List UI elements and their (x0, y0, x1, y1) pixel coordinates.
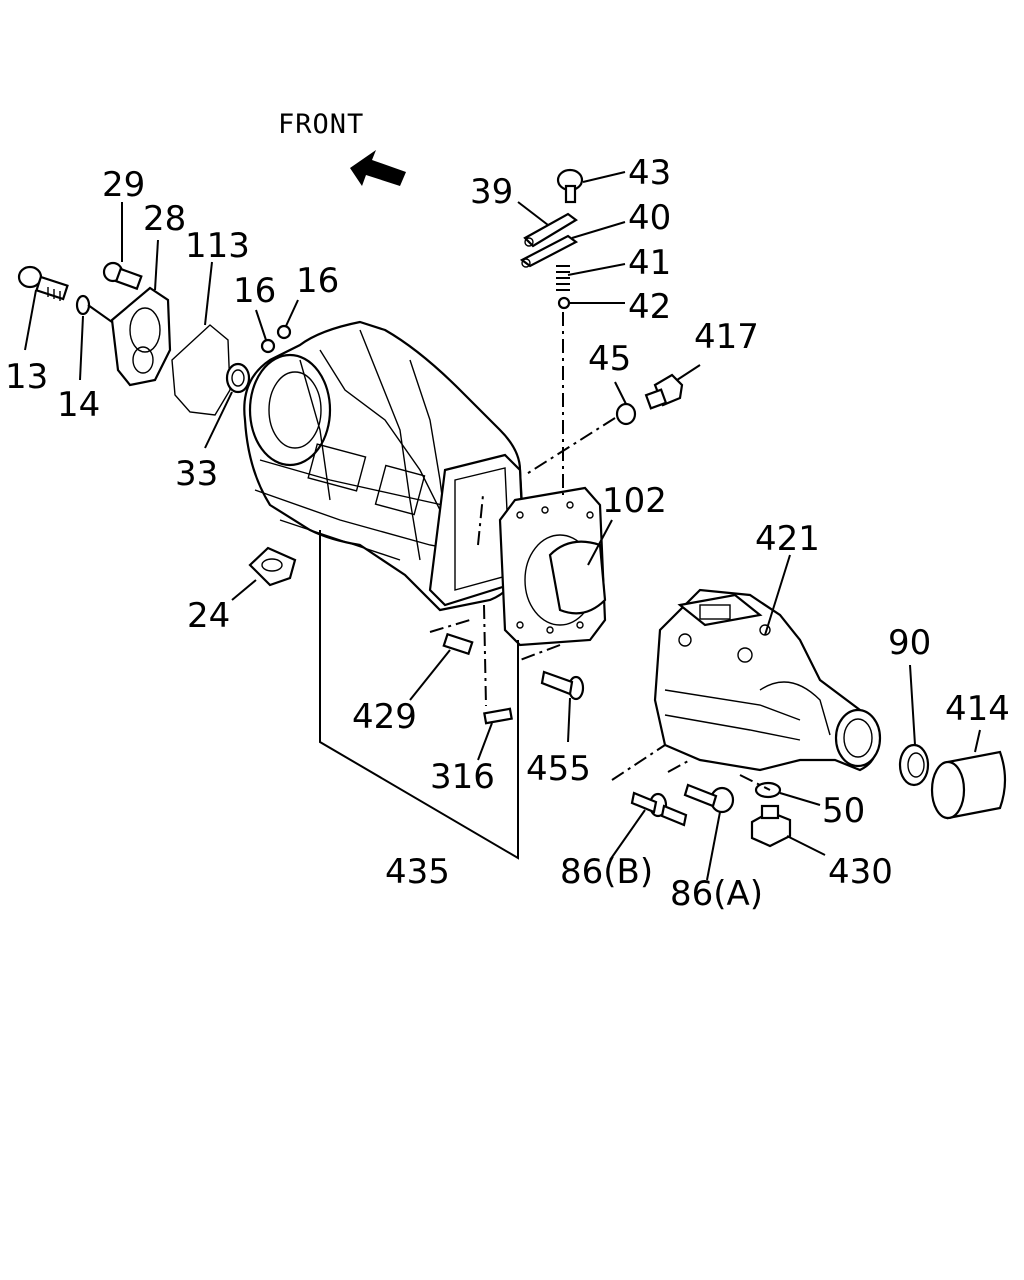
ball-42 (557, 296, 571, 310)
label-435: 435 (385, 852, 450, 892)
label-455: 455 (526, 749, 591, 789)
part-labels: 13 14 29 28 113 16 16 33 24 39 43 40 41 … (5, 153, 1010, 914)
lever-40 (519, 234, 579, 268)
alignment-lines (429, 312, 771, 791)
plug-430 (750, 804, 792, 848)
label-316: 316 (430, 757, 495, 797)
washer-14 (75, 294, 91, 316)
label-430: 430 (828, 852, 893, 892)
label-90: 90 (888, 623, 931, 663)
bolt-86b (630, 791, 688, 827)
bolt-86a (683, 783, 735, 814)
mount-24 (248, 546, 297, 587)
bolt-43 (556, 168, 584, 204)
plug-16-right (276, 324, 292, 340)
label-414: 414 (945, 689, 1010, 729)
label-417: 417 (694, 317, 759, 357)
label-429: 429 (352, 697, 417, 737)
label-39: 39 (470, 172, 513, 212)
seal-90 (898, 743, 930, 787)
label-33: 33 (175, 454, 218, 494)
lever-39 (523, 212, 578, 248)
bolt-29 (102, 261, 143, 291)
label-102: 102 (602, 481, 667, 521)
label-16-right: 16 (296, 261, 339, 301)
boot-414 (930, 750, 1007, 820)
transmission-case (243, 320, 527, 612)
label-113: 113 (185, 226, 250, 266)
pin-429 (442, 632, 474, 656)
label-43: 43 (628, 153, 671, 193)
front-arrow-icon (350, 150, 406, 186)
spring-41 (556, 265, 570, 291)
label-42: 42 (628, 287, 671, 327)
cover-28 (110, 286, 172, 387)
bolt-13 (17, 265, 69, 301)
label-50: 50 (822, 791, 865, 831)
plug-16-left (260, 338, 276, 354)
label-41: 41 (628, 243, 671, 283)
adapter-plate (498, 486, 607, 647)
bolt-455 (540, 670, 585, 701)
label-86a: 86(A) (670, 874, 763, 914)
label-45: 45 (588, 339, 631, 379)
extension-housing (653, 588, 882, 772)
front-label: FRONT (278, 109, 364, 140)
label-16-left: 16 (233, 271, 276, 311)
label-28: 28 (143, 199, 186, 239)
leader-lines (24, 171, 981, 881)
key-316 (483, 707, 513, 725)
label-14: 14 (57, 385, 100, 425)
gasket-113 (171, 324, 231, 416)
label-29: 29 (102, 165, 145, 205)
bearing-33 (225, 362, 251, 394)
oring-45 (615, 402, 637, 426)
label-24: 24 (187, 596, 230, 636)
label-40: 40 (628, 198, 671, 238)
label-86b: 86(B) (560, 852, 653, 892)
label-421: 421 (755, 519, 820, 559)
label-13: 13 (5, 357, 48, 397)
switch-417 (644, 373, 684, 410)
